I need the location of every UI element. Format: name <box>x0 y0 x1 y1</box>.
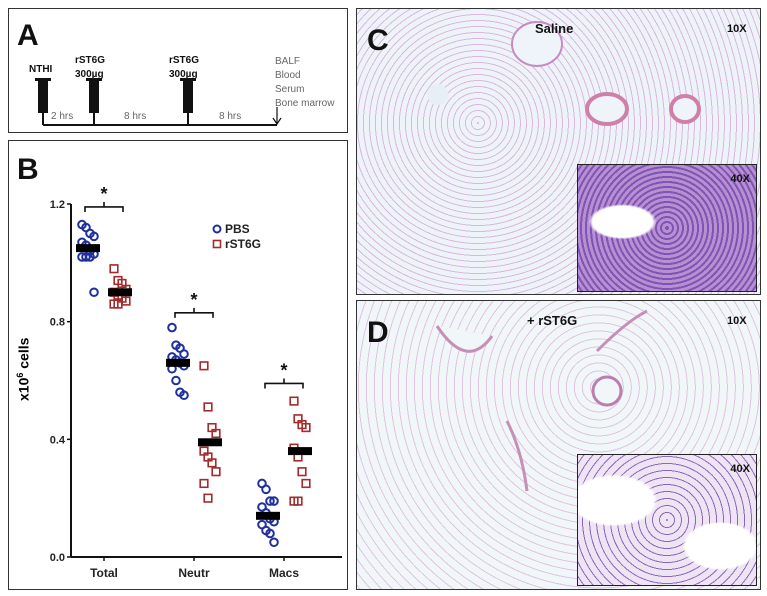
panel-a-timeline: A NTHI rST6G 300µg rST6G 300µg 2 hrs 8 h… <box>8 8 348 133</box>
syringe-icon <box>180 78 196 125</box>
panel-c-histology: C Saline 10X 40X <box>356 8 761 295</box>
panel-d-histology: D + rST6G 10X 40X <box>356 300 761 590</box>
interval-label: 8 hrs <box>124 111 147 122</box>
svg-text:rST6G: rST6G <box>225 237 261 251</box>
svg-text:*: * <box>280 360 287 380</box>
panel-label: B <box>17 153 39 186</box>
svg-text:*: * <box>100 184 107 204</box>
endpoint-label: Bone marrow <box>275 98 335 109</box>
syringe-icons <box>35 78 282 126</box>
panel-label: A <box>17 19 39 52</box>
inset-40x: 40X <box>577 164 757 292</box>
magnification-label: 40X <box>730 173 750 185</box>
svg-text:Total: Total <box>90 566 118 580</box>
interval-label: 2 hrs <box>51 111 74 122</box>
endpoint-label: Serum <box>275 84 305 95</box>
syringe-icon <box>86 78 102 125</box>
condition-label: Saline <box>535 21 574 36</box>
magnification-label: 40X <box>730 463 750 475</box>
svg-text:0.8: 0.8 <box>50 317 65 329</box>
svg-text:0.4: 0.4 <box>50 434 66 446</box>
event-label: rST6G <box>169 55 200 66</box>
event-label: NTHI <box>29 64 53 75</box>
panel-label: D <box>367 316 389 349</box>
svg-text:1.2: 1.2 <box>50 199 65 211</box>
event-dose: 300µg <box>75 69 104 80</box>
endpoint-label: BALF <box>275 56 301 67</box>
svg-text:Macs: Macs <box>269 566 299 580</box>
event-label: rST6G <box>75 55 106 66</box>
interval-label: 8 hrs <box>219 111 242 122</box>
magnification-label: 10X <box>727 23 747 35</box>
panel-label: C <box>367 24 389 57</box>
endpoint-label: Blood <box>275 70 301 81</box>
airway-shapes <box>435 309 648 492</box>
condition-label: + rST6G <box>527 313 578 328</box>
svg-text:PBS: PBS <box>225 222 250 236</box>
magnification-label: 10X <box>727 315 747 327</box>
airway-shapes <box>511 21 701 126</box>
svg-text:Neutr: Neutr <box>178 566 210 580</box>
inset-40x: 40X <box>577 454 757 586</box>
syringe-icon <box>35 78 51 125</box>
event-dose: 300µg <box>169 69 198 80</box>
svg-text:*: * <box>190 290 197 310</box>
svg-text:0.0: 0.0 <box>50 552 65 564</box>
